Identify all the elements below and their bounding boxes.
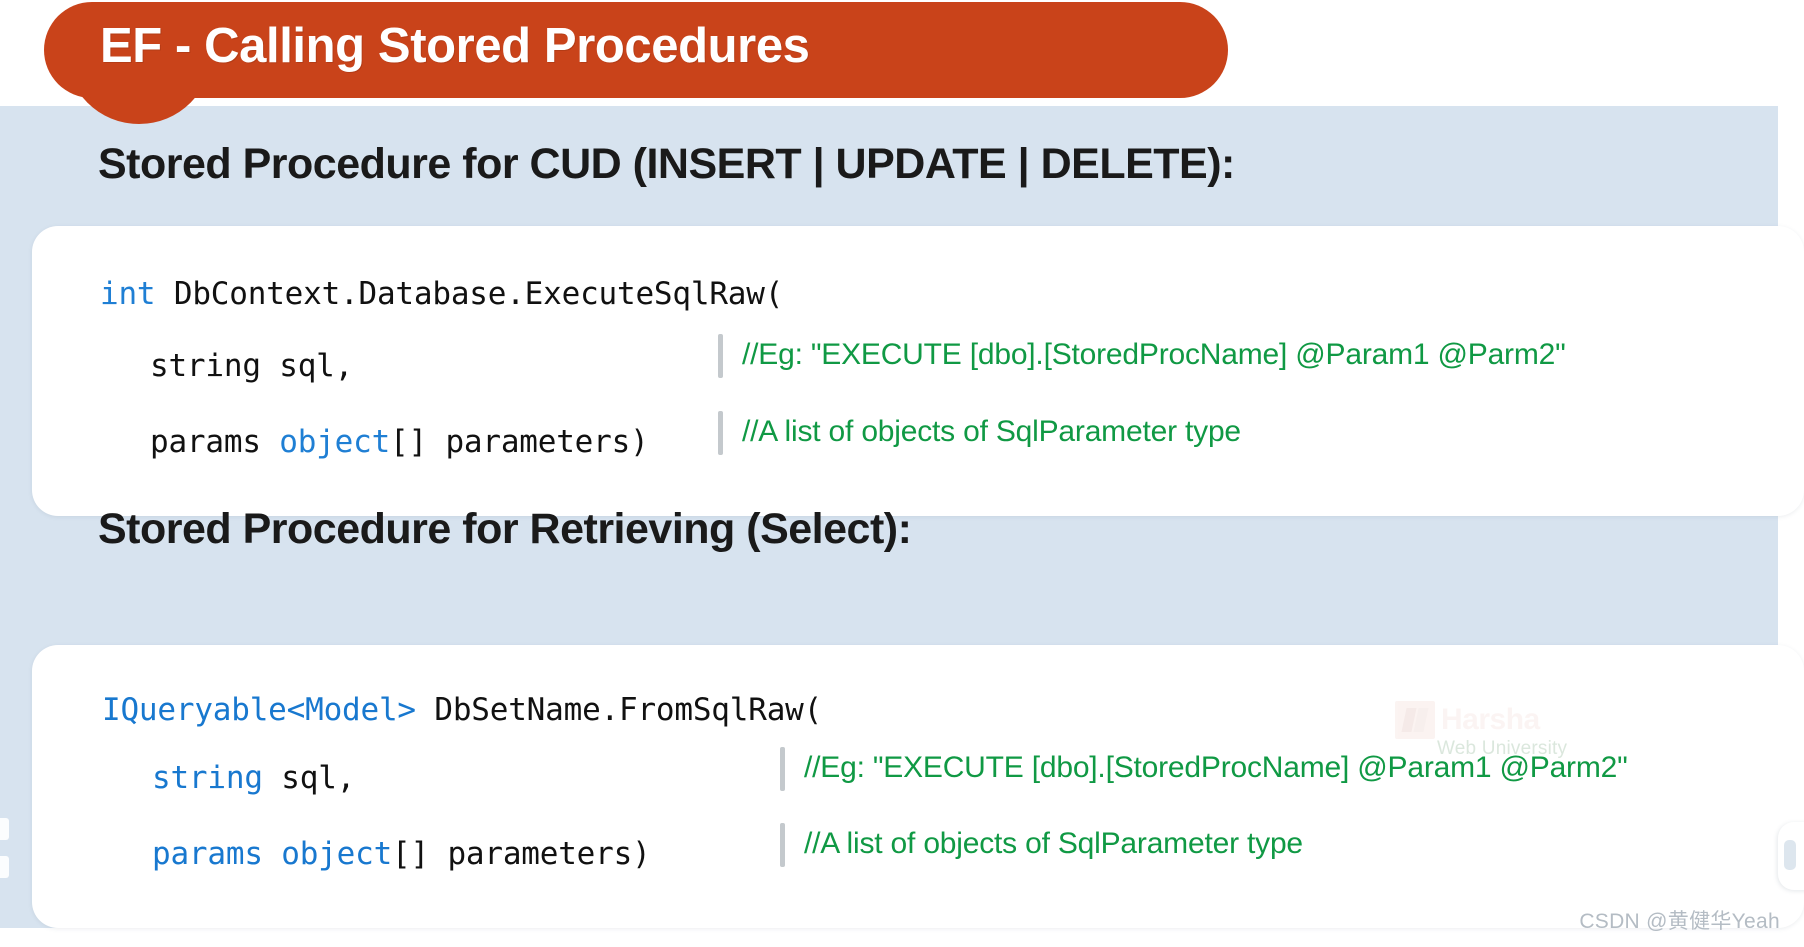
annotation-divider-bar	[718, 411, 723, 455]
keyword-object: object	[281, 836, 393, 872]
code-card-select	[32, 645, 1804, 928]
code-select-method: DbSetName.FromSqlRaw(	[415, 692, 823, 728]
annotation-select-parameters: //A list of objects of SqlParameter type	[804, 827, 1303, 860]
code-cud-params-post: [] parameters)	[390, 424, 649, 460]
annotation-select-example: //Eg: "EXECUTE [dbo].[StoredProcName] @P…	[804, 751, 1628, 784]
code-cud-params-pre: params	[150, 424, 280, 460]
annotation-divider-bar	[780, 747, 785, 791]
annotation-divider-bar	[780, 823, 785, 867]
code-cud-param-sql-text: string sql,	[150, 348, 354, 384]
section-heading-select: Stored Procedure for Retrieving (Select)…	[98, 505, 912, 553]
left-edge-artifact	[0, 818, 9, 840]
annotation-cud-parameters: //A list of objects of SqlParameter type	[742, 415, 1241, 448]
title-banner	[44, 2, 1228, 98]
code-line-select-param-objects: params object[] parameters)	[152, 836, 651, 872]
code-line-select-signature: IQueryable<Model> DbSetName.FromSqlRaw(	[102, 692, 822, 728]
annotation-cud-example: //Eg: "EXECUTE [dbo].[StoredProcName] @P…	[742, 338, 1566, 371]
code-line-cud-signature: int DbContext.Database.ExecuteSqlRaw(	[100, 276, 783, 312]
keyword-iqueryable: IQueryable<Model>	[102, 692, 416, 728]
code-line-cud-param-objects: params object[] parameters)	[150, 424, 649, 460]
right-edge-partial-shape	[1778, 822, 1804, 890]
keyword-string: string	[152, 760, 263, 796]
code-select-params-post: [] parameters)	[392, 836, 651, 872]
keyword-object: object	[279, 424, 391, 460]
code-cud-method: DbContext.Database.ExecuteSqlRaw(	[155, 276, 784, 312]
code-line-cud-param-sql: string sql,	[150, 348, 353, 384]
code-line-select-param-sql: string sql,	[152, 760, 355, 796]
annotation-divider-bar	[718, 334, 723, 378]
section-heading-cud: Stored Procedure for CUD (INSERT | UPDAT…	[98, 140, 1235, 188]
code-card-cud	[32, 226, 1804, 516]
keyword-int: int	[100, 276, 156, 312]
slide-title: EF - Calling Stored Procedures	[100, 19, 810, 73]
code-select-param-sql-text: sql,	[262, 760, 356, 796]
csdn-attribution: CSDN @黄健华Yeah	[1579, 910, 1780, 933]
left-edge-artifact	[0, 856, 9, 878]
keyword-params: params	[152, 836, 282, 872]
